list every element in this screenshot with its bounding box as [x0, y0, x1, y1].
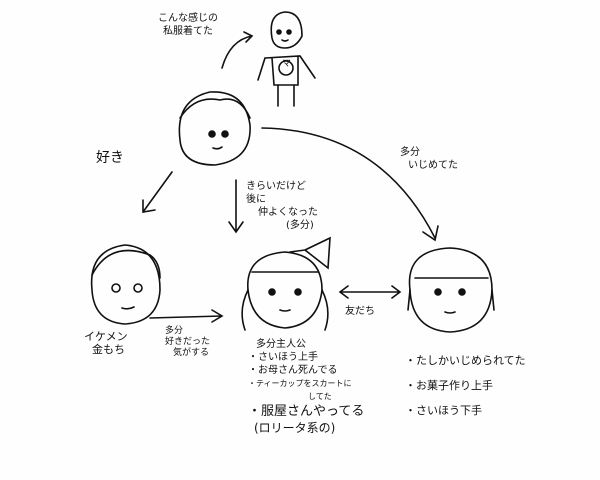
heroine-note: してた	[308, 392, 332, 401]
heroine-notes: 多分主人公 ・さいほう上手 ・お母さん死んでる ・ティーカップをスカートに して…	[248, 338, 364, 436]
arrow-maybe-liked	[149, 309, 224, 323]
friend-notes: ・たしかいじめられてた ・お菓子作り上手 ・さいほう下手	[405, 348, 526, 423]
friend-note: ・さいほう下手	[405, 404, 482, 417]
note-line: 金もち	[92, 343, 125, 356]
note-outfit: こんな感じの 私服着てた	[158, 12, 218, 38]
note-line: イケメン	[84, 330, 128, 343]
arrow-friends	[338, 285, 402, 299]
note-line: 気がする	[173, 348, 210, 358]
heroine-note: ・お母さん死んでる	[248, 365, 338, 376]
note-maybe-liked: 多分 好きだった 気がする	[165, 326, 210, 359]
note-line: こんな感じの	[158, 13, 218, 24]
heroine-face	[241, 236, 331, 331]
note-line: 好きだった	[165, 337, 211, 347]
arrow-disliked	[228, 179, 244, 234]
note-line: 仲よくなった	[258, 207, 318, 218]
top-character-face	[178, 91, 251, 166]
friend-face	[407, 247, 495, 333]
heroine-note: ・さいほう上手	[248, 352, 318, 363]
note-disliked: きらいだけど 後に 仲よくなった (多分)	[246, 180, 318, 232]
note-line: いじめてた	[408, 160, 458, 171]
heroine-title: 多分主人公	[256, 339, 306, 350]
note-bullied: 多分 いじめてた	[400, 146, 458, 172]
note-friend: 友だち	[345, 306, 375, 317]
heroine-note: ・ティーカップをスカートに	[248, 379, 352, 388]
outfit-figure	[257, 11, 316, 107]
note-line: 後に	[246, 194, 266, 205]
arrow-like	[142, 171, 173, 213]
note-line: (多分)	[286, 220, 314, 231]
shirt-mark: マ	[282, 59, 292, 69]
note-line: 私服着てた	[163, 26, 213, 37]
note-ikemen: イケメン 金もち	[84, 330, 128, 356]
heroine-note: ・服屋さんやってる	[248, 404, 365, 419]
note-line: 多分	[400, 147, 420, 158]
arrow-to-outfit	[221, 31, 254, 69]
friend-note: ・お菓子作り上手	[405, 379, 493, 392]
note-like: 好き	[96, 150, 124, 166]
friend-note: ・たしかいじめられてた	[405, 354, 526, 367]
note-line: 多分	[165, 326, 184, 336]
note-line: きらいだけど	[246, 181, 306, 192]
heroine-note: (ロリータ系の)	[254, 421, 336, 435]
ikemen-face	[90, 244, 161, 325]
arrow-bullied	[261, 127, 439, 242]
